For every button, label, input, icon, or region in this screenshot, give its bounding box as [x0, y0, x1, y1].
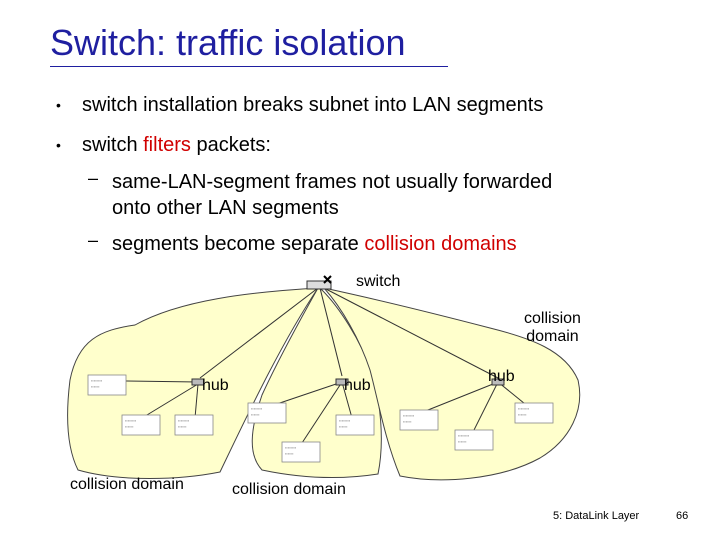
host-icon	[335, 414, 375, 436]
svg-text:▪▪▪▪▪▪: ▪▪▪▪▪▪	[339, 424, 348, 429]
svg-text:▪▪▪▪▪▪▪▪: ▪▪▪▪▪▪▪▪	[125, 418, 137, 423]
collision-domain-label-left: collision domain	[70, 476, 184, 493]
sub-bullet-2: segments become separate collision domai…	[112, 233, 517, 255]
hub-icon	[191, 378, 205, 386]
hub-icon	[491, 378, 505, 386]
page-number: 66	[676, 510, 689, 522]
svg-text:▪▪▪▪▪▪▪▪: ▪▪▪▪▪▪▪▪	[285, 445, 297, 450]
sub-bullet-dash: –	[88, 230, 99, 250]
title-underline	[50, 66, 448, 67]
host-icon	[281, 441, 321, 463]
svg-text:▪▪▪▪▪▪: ▪▪▪▪▪▪	[285, 451, 294, 456]
svg-text:▪▪▪▪▪▪▪▪: ▪▪▪▪▪▪▪▪	[518, 406, 530, 411]
svg-text:▪▪▪▪▪▪▪▪: ▪▪▪▪▪▪▪▪	[91, 378, 103, 383]
collision-domain-label-right: collision domain	[524, 310, 581, 345]
collision-domain-right	[322, 287, 581, 481]
page-title: Switch: traffic isolation	[50, 22, 406, 63]
svg-text:▪▪▪▪▪▪: ▪▪▪▪▪▪	[125, 424, 134, 429]
svg-text:▪▪▪▪▪▪: ▪▪▪▪▪▪	[458, 439, 467, 444]
bullet-dot: •	[56, 97, 61, 113]
host-icon	[174, 414, 214, 436]
svg-text:▪▪▪▪▪▪▪▪: ▪▪▪▪▪▪▪▪	[458, 433, 470, 438]
sub-bullet-1-line2: onto other LAN segments	[112, 197, 339, 219]
svg-text:▪▪▪▪▪▪: ▪▪▪▪▪▪	[403, 419, 412, 424]
svg-text:▪▪▪▪▪▪▪▪: ▪▪▪▪▪▪▪▪	[339, 418, 351, 423]
bullet-1: switch installation breaks subnet into L…	[82, 94, 544, 116]
collision-domain-label-middle: collision domain	[232, 481, 346, 498]
host-icon	[399, 409, 439, 431]
host-icon	[514, 402, 554, 424]
host-icon	[454, 429, 494, 451]
filters-highlight: filters	[143, 134, 191, 156]
hub-label-left: hub	[202, 377, 229, 394]
switch-icon	[306, 275, 332, 290]
hub-label-middle: hub	[344, 377, 371, 394]
switch-label: switch	[356, 273, 401, 290]
svg-text:▪▪▪▪▪▪: ▪▪▪▪▪▪	[518, 412, 527, 417]
collision-domains-highlight: collision domains	[364, 233, 517, 255]
svg-text:▪▪▪▪▪▪: ▪▪▪▪▪▪	[178, 424, 187, 429]
host-icon	[247, 402, 287, 424]
host-icon	[87, 374, 127, 396]
sub-bullet-1-line1: same-LAN-segment frames not usually forw…	[112, 171, 553, 193]
svg-text:▪▪▪▪▪▪: ▪▪▪▪▪▪	[251, 412, 260, 417]
bullet-2: switch filters packets:	[82, 134, 271, 156]
hub-label-right: hub	[488, 368, 515, 385]
svg-text:▪▪▪▪▪▪: ▪▪▪▪▪▪	[91, 384, 100, 389]
footer-chapter: 5: DataLink Layer	[553, 510, 640, 522]
svg-text:▪▪▪▪▪▪▪▪: ▪▪▪▪▪▪▪▪	[251, 406, 263, 411]
svg-text:▪▪▪▪▪▪▪▪: ▪▪▪▪▪▪▪▪	[178, 418, 190, 423]
bullet-dot: •	[56, 137, 61, 153]
svg-text:▪▪▪▪▪▪▪▪: ▪▪▪▪▪▪▪▪	[403, 413, 415, 418]
hub-icon	[335, 378, 349, 386]
sub-bullet-dash: –	[88, 168, 99, 188]
host-icon	[121, 414, 161, 436]
